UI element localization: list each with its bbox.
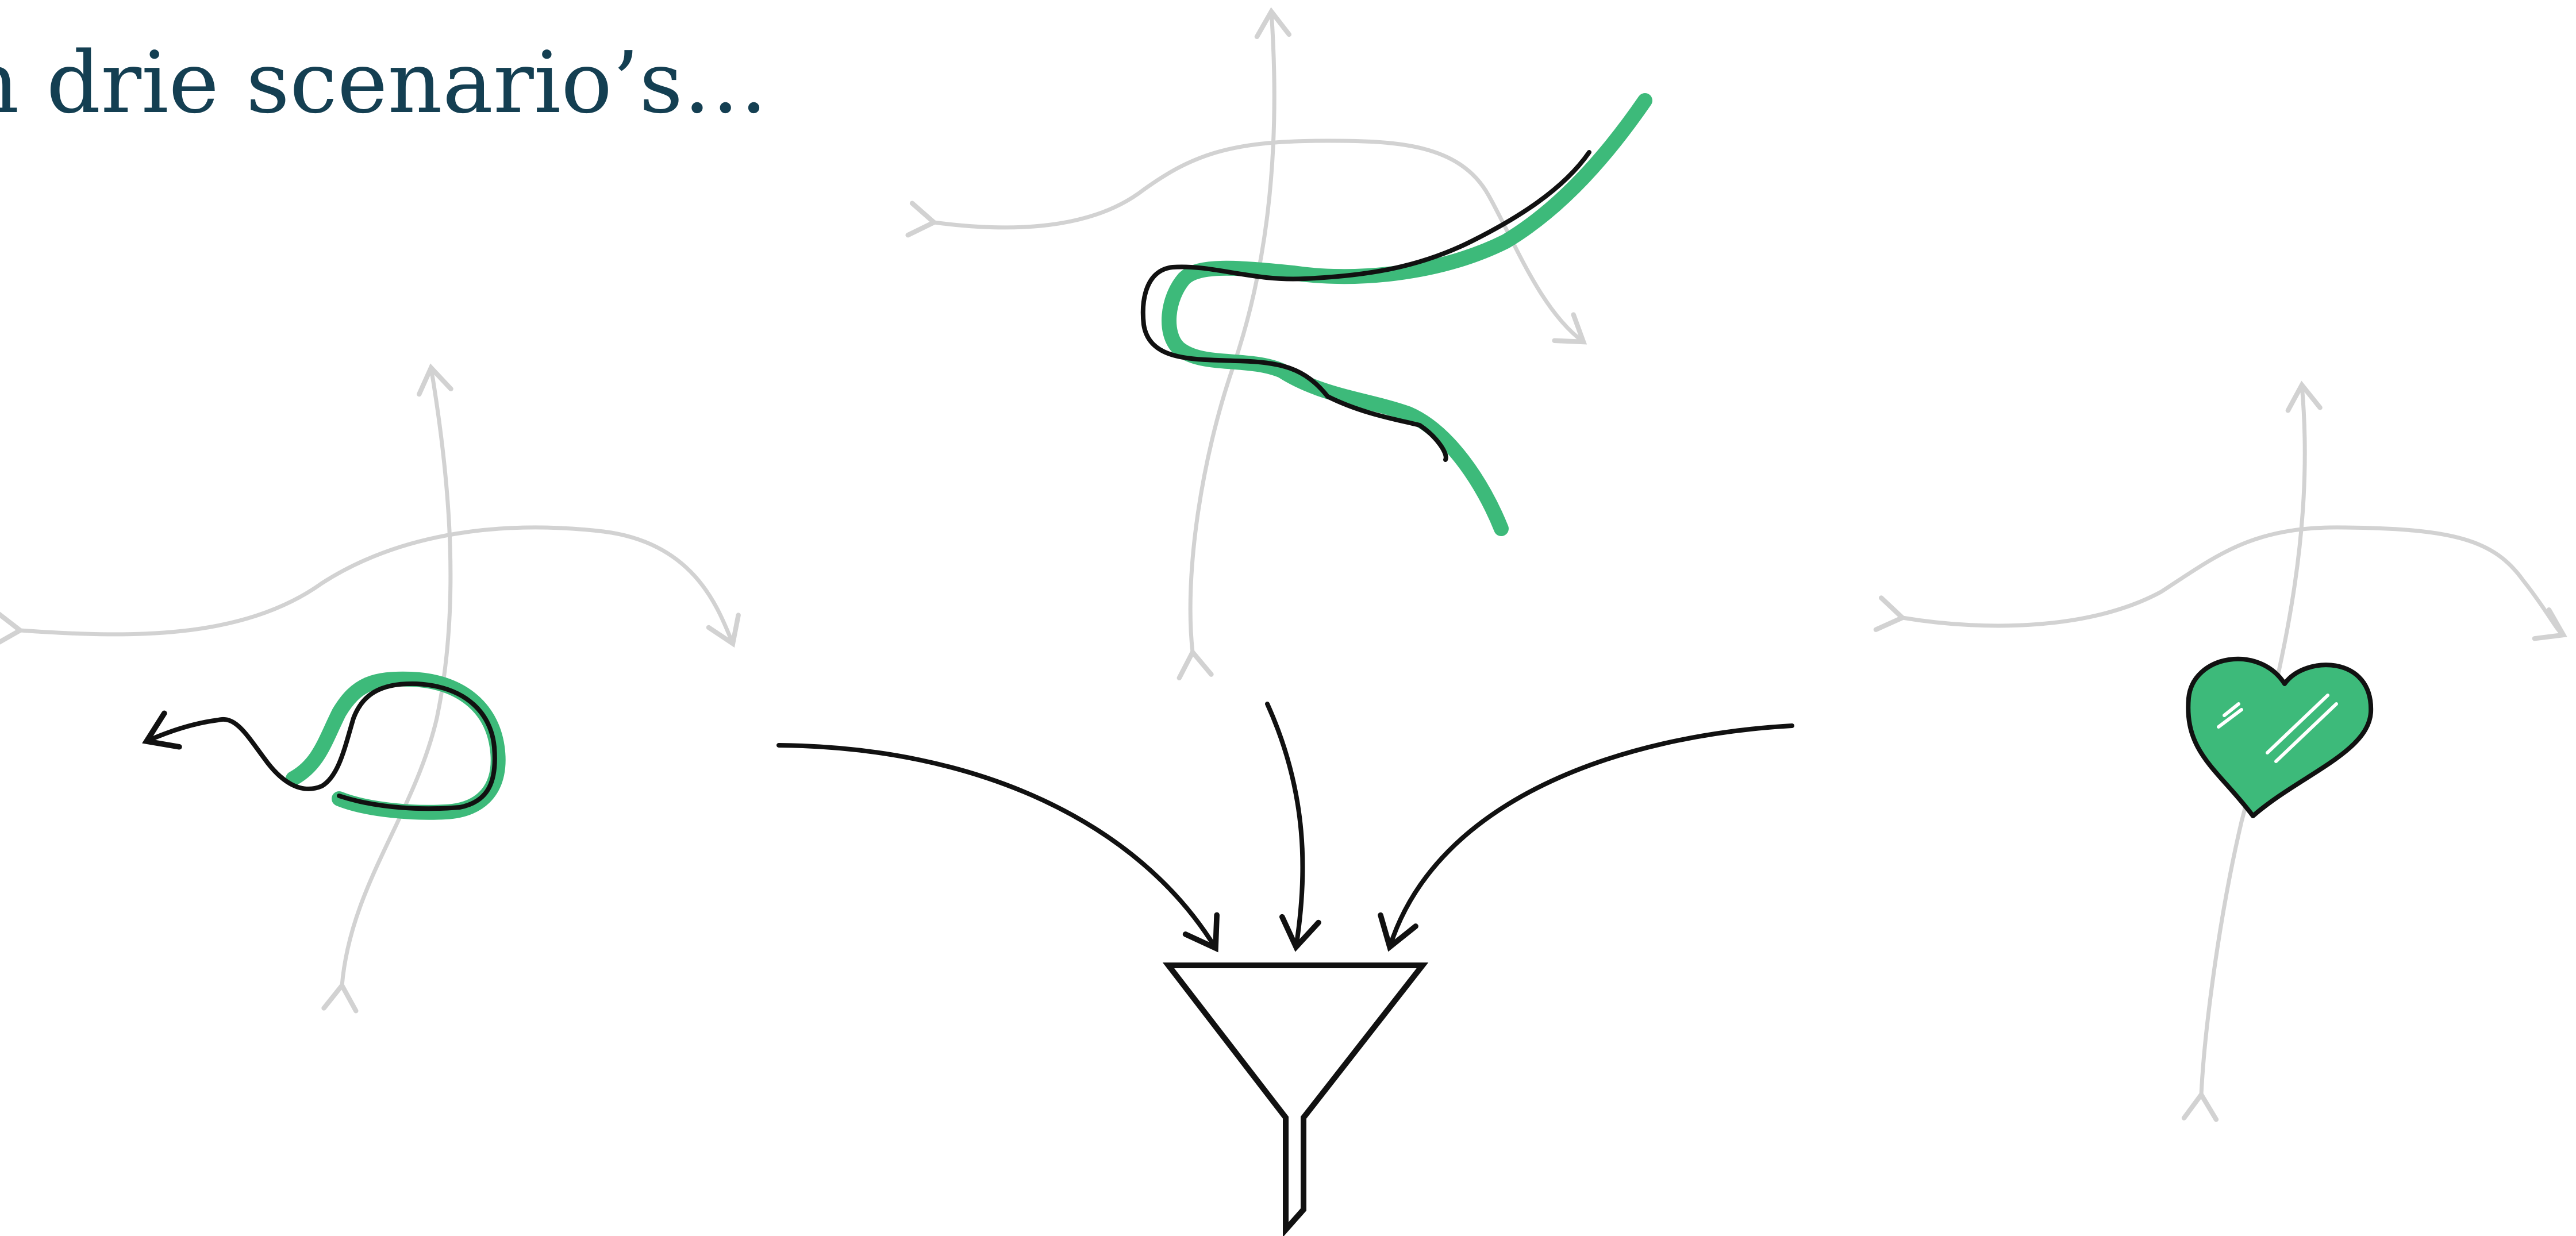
converging-arrows [779, 704, 1792, 948]
scenario-loop [20, 368, 733, 985]
axis-horizontal-center [934, 141, 1583, 342]
axis-vertical-center [1190, 11, 1274, 652]
arrow-from-left [779, 745, 1216, 948]
axis-horizontal-right [1902, 527, 2563, 635]
scenario-s-curve [934, 11, 1645, 652]
axis-horizontal-left [20, 527, 733, 644]
heart-icon [2188, 659, 2371, 816]
scenario-heart [1902, 385, 2563, 1095]
s-curve-path [1143, 152, 1589, 460]
axes-center [934, 11, 1583, 652]
arrow-from-right [1390, 726, 1792, 947]
funnel-icon [1168, 965, 1422, 1230]
s-curve-highlight [1169, 101, 1645, 529]
arrow-from-center [1267, 704, 1303, 947]
